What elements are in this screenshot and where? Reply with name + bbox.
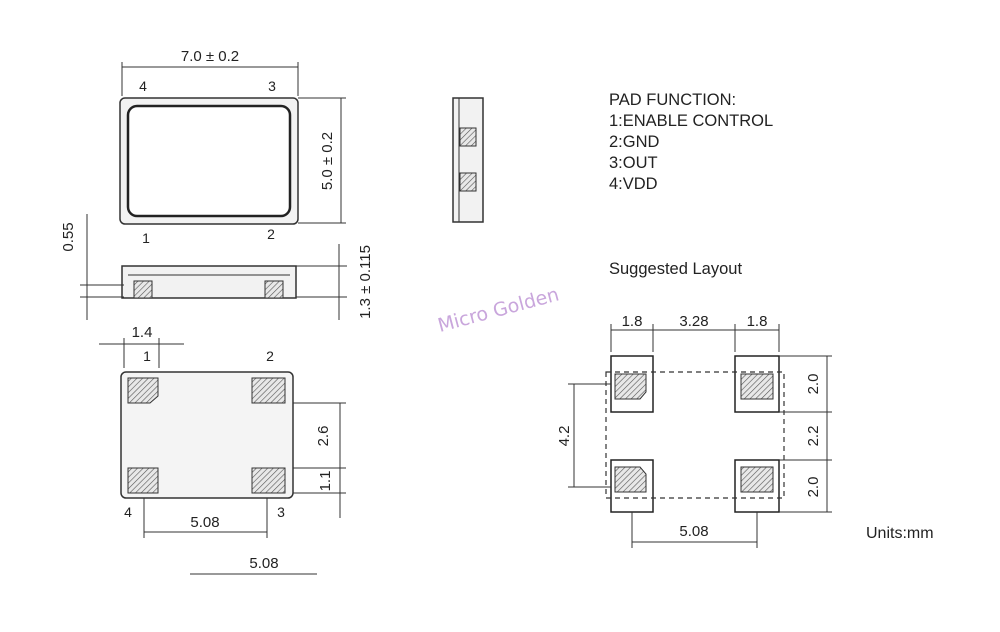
top-height-dimension: 5.0 ± 0.2	[319, 132, 336, 190]
pad-function-item-2: 2:GND	[609, 133, 660, 151]
package-outline-dashed	[605, 371, 785, 499]
bottom-pin-1-label: 1	[143, 348, 151, 364]
pad-pitch-dimension: 5.08	[190, 514, 219, 531]
layout-top-dim-3: 1.8	[747, 313, 768, 330]
pad-function-item-1: 1:ENABLE CONTROL	[609, 112, 773, 130]
pad-4	[127, 467, 159, 494]
units-label: Units:mm	[866, 525, 934, 542]
top-pin-4-label: 4	[139, 78, 147, 94]
pad-function-title: PAD FUNCTION:	[609, 91, 736, 109]
layout-right-dim-3: 2.0	[805, 477, 822, 498]
side-view-right	[452, 97, 484, 223]
side-pad-lower	[459, 172, 477, 192]
bottom-extra-dimension: 5.08	[249, 555, 278, 572]
top-width-dimension: 7.0 ± 0.2	[181, 48, 239, 65]
pad-vertical-dimension: 2.6	[315, 426, 332, 447]
side-view-front: 0.55 1.3 ± 0.115	[60, 214, 374, 320]
pad-2	[251, 377, 286, 404]
layout-bottom-dim: 5.08	[679, 523, 708, 540]
bottom-pin-4-label: 4	[124, 504, 132, 520]
pad-3	[251, 467, 286, 494]
top-view-lid	[126, 104, 292, 218]
layout-right-dim-2: 2.2	[805, 426, 822, 447]
layout-left-dim: 4.2	[556, 426, 573, 447]
pad-function-item-4: 4:VDD	[609, 175, 658, 193]
pad-function-block: PAD FUNCTION: 1:ENABLE CONTROL 2:GND 3:O…	[609, 91, 773, 193]
suggested-layout: Suggested Layout 1.8 3.28 1.8 2.0 2.2 2.…	[556, 260, 832, 548]
bottom-view-body	[120, 371, 294, 499]
bottom-pin-2-label: 2	[266, 348, 274, 364]
pad-height-dimension: 1.1	[317, 471, 334, 492]
layout-top-dim-1: 1.8	[622, 313, 643, 330]
top-pin-2-label: 2	[267, 226, 275, 242]
watermark: Micro Golden	[435, 283, 561, 337]
bottom-pin-3-label: 3	[277, 504, 285, 520]
bottom-view: 1.4 1 2 2.6 1.1 4 3 5.08 5.08	[99, 324, 346, 575]
side-pad-upper	[459, 127, 477, 147]
top-view: 7.0 ± 0.2 4 3 5.0 ± 0.2 1 2	[119, 48, 346, 246]
pad-function-item-3: 3:OUT	[609, 154, 658, 172]
layout-title: Suggested Layout	[609, 260, 742, 278]
pad-1	[127, 377, 159, 404]
top-pin-3-label: 3	[268, 78, 276, 94]
top-pin-1-label: 1	[142, 230, 150, 246]
layout-right-dim-1: 2.0	[805, 374, 822, 395]
thickness-dimension: 0.55	[60, 222, 77, 251]
package-height-dimension: 1.3 ± 0.115	[357, 245, 374, 319]
layout-top-dim-2: 3.28	[679, 313, 708, 330]
pad-width-dimension: 1.4	[132, 324, 153, 341]
